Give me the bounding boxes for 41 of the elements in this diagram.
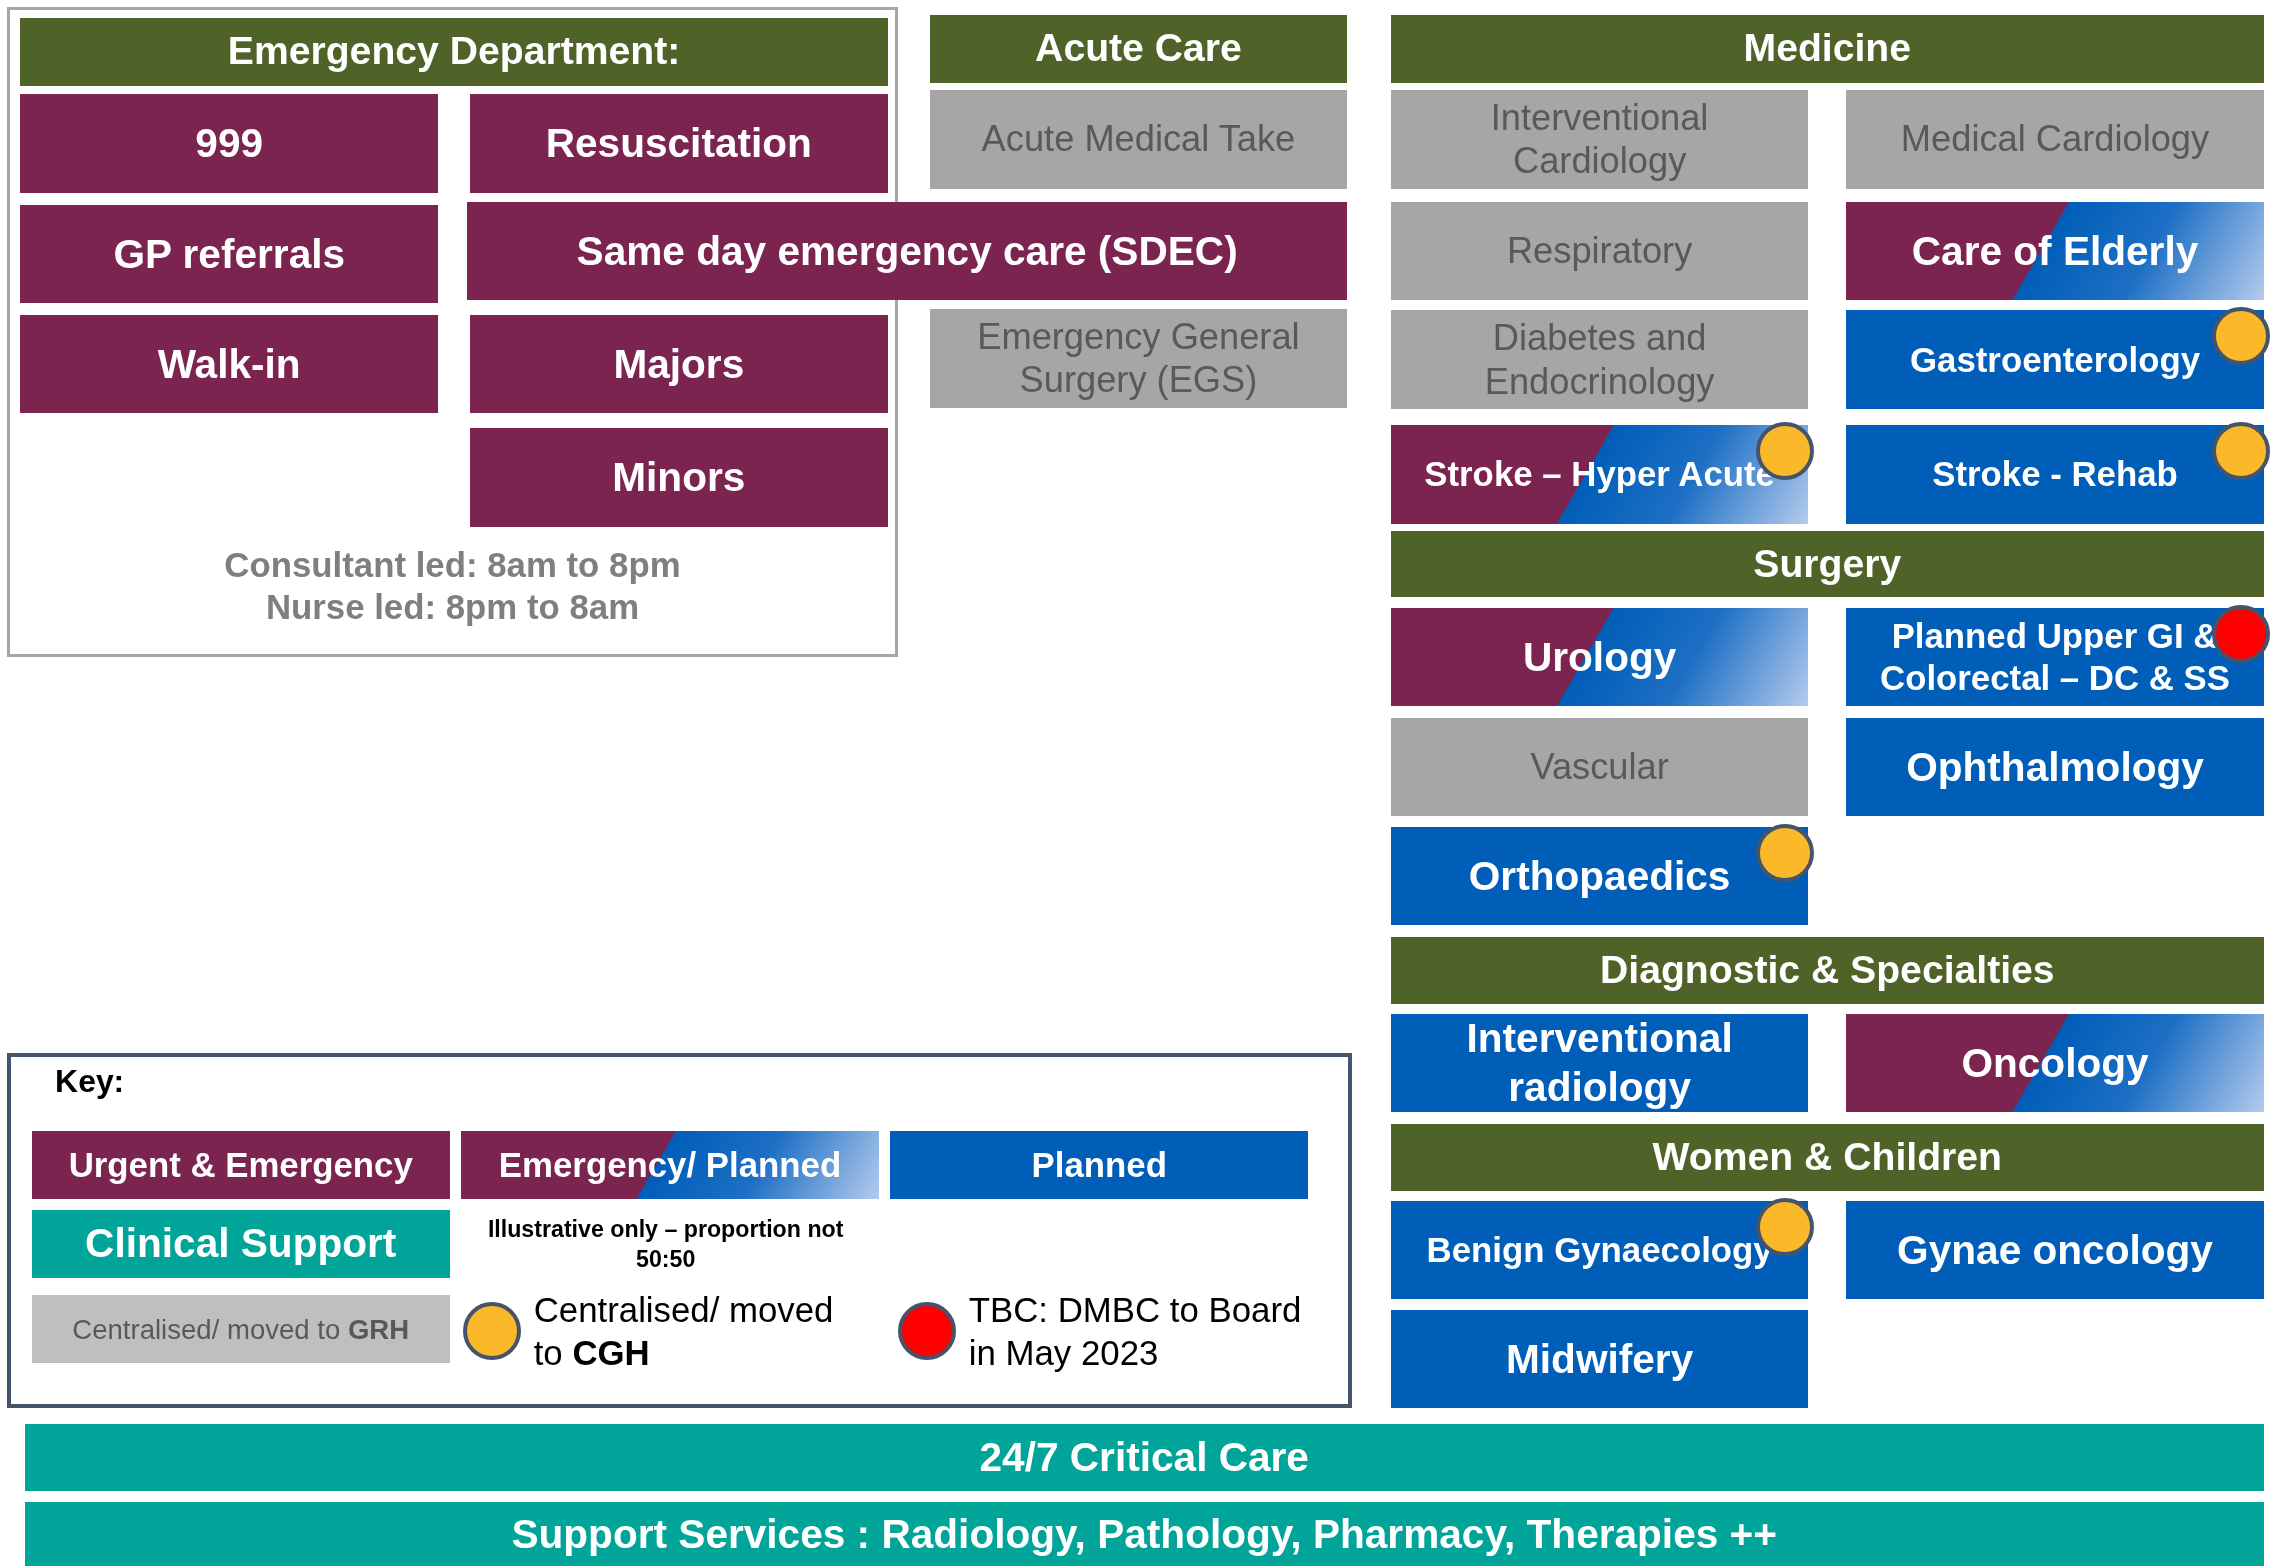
service-box: Oncology (1846, 1013, 2264, 1113)
service-box: 999 (20, 94, 439, 193)
service-box: Resuscitation (469, 94, 888, 193)
legend-title: Key: (55, 1063, 125, 1101)
legend-swatch: Clinical Support (31, 1209, 450, 1278)
service-box: Medical Cardiology (1846, 89, 2264, 189)
legend-swatch: Urgent & Emergency (31, 1131, 450, 1200)
service-box: Vascular (1390, 717, 1809, 817)
section-header: Surgery (1390, 530, 2264, 598)
service-band: Support Services : Radiology, Pathology, Pharmacy, Therapies ++ (24, 1502, 2264, 1566)
service-box: Diabetes and Endocrinology (1390, 310, 1809, 409)
service-band: 24/7 Critical Care (24, 1424, 2264, 1491)
note-text: Illustrative only – proportion not 50:50 (486, 1214, 845, 1274)
service-box: Emergency General Surgery (EGS) (929, 308, 1348, 408)
service-box: Ophthalmology (1846, 717, 2264, 817)
legend-text: Centralised/ moved to CGH (533, 1288, 835, 1375)
service-box: Orthopaedics (1390, 826, 1809, 926)
legend-swatch: Planned (890, 1131, 1309, 1200)
section-header: Acute Care (929, 14, 1348, 83)
service-box: Gynae oncology (1846, 1200, 2264, 1300)
legend-text: TBC: DMBC to Board in May 2023 (968, 1288, 1303, 1375)
service-box: Minors (469, 427, 888, 527)
service-box: Walk-in (20, 314, 439, 414)
legend-swatch: Centralised/ moved to GRH (31, 1295, 450, 1364)
service-box: Midwifery (1390, 1309, 1809, 1409)
service-box: Interventional radiology (1390, 1013, 1809, 1113)
note-text: Consultant led: 8am to 8pm Nurse led: 8pm to 8am (223, 544, 682, 628)
service-box: Stroke - Rehab (1846, 424, 2264, 524)
service-box: GP referrals (20, 204, 439, 304)
service-box: Same day emergency care (SDEC) (466, 201, 1348, 301)
service-box: Gastroenterology (1846, 310, 2264, 409)
service-box: Benign Gynaecology (1390, 1200, 1809, 1300)
service-box: Acute Medical Take (929, 89, 1348, 189)
section-header: Women & Children (1390, 1123, 2264, 1191)
service-box: Majors (469, 314, 888, 414)
service-box: Respiratory (1390, 201, 1809, 301)
section-header: Diagnostic & Specialties (1390, 936, 2264, 1004)
service-box: Interventional Cardiology (1390, 89, 1809, 189)
section-header: Medicine (1390, 14, 2264, 83)
section-header: Emergency Department: (20, 17, 888, 86)
service-box: Urology (1390, 607, 1809, 707)
